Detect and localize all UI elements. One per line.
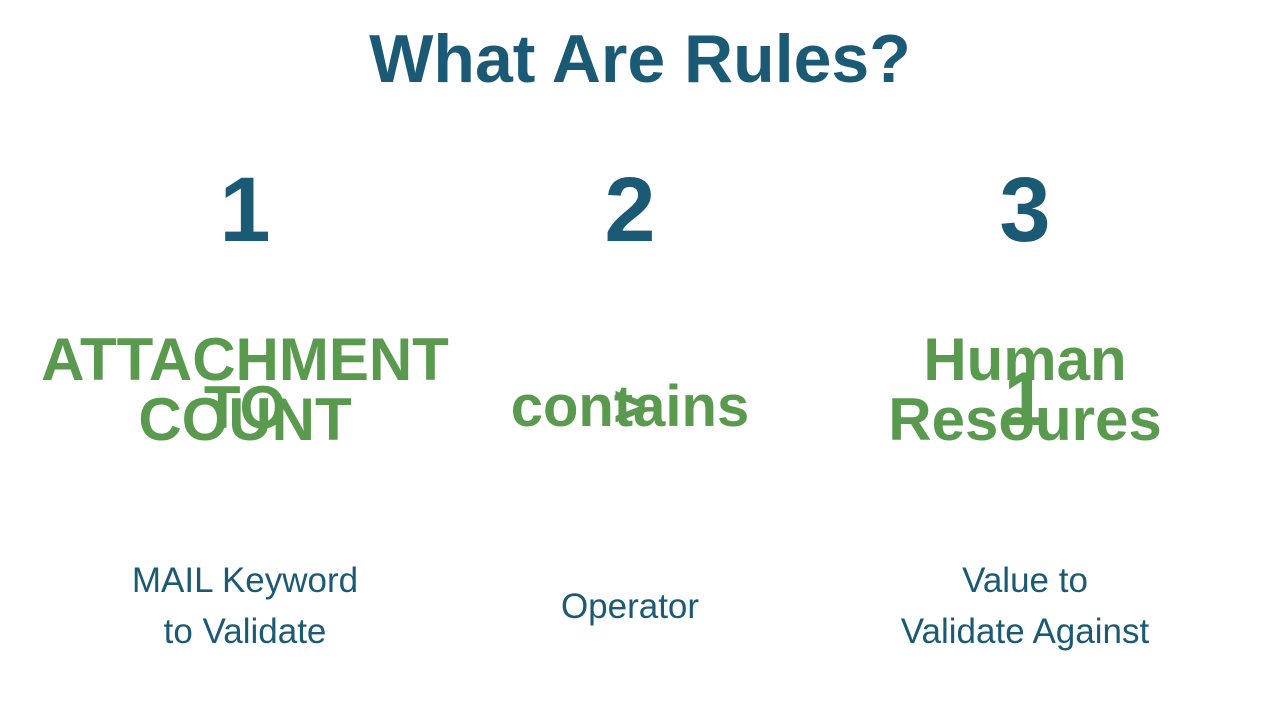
- value-caption: Value to Validate Against: [900, 561, 1150, 651]
- keyword-caption: MAIL Keyword to Validate: [131, 561, 359, 651]
- step-number: 3: [999, 159, 1051, 261]
- step-number: 1: [219, 159, 271, 261]
- value-example: Human Resoures: [888, 326, 1162, 453]
- value-example-overlay: 1: [1003, 357, 1047, 442]
- rule-part-value: 3 Human Resoures 1 Value to Validate Aga…: [830, 0, 1220, 720]
- rule-part-keyword: 1 ATTACHMENT COUNT TO MAIL Keyword to Va…: [40, 0, 450, 720]
- operator-example: contains: [510, 374, 750, 439]
- step-number: 2: [604, 159, 656, 261]
- slide-title: What Are Rules?: [369, 21, 911, 97]
- rule-part-operator: 2 contains > Operator: [440, 0, 820, 720]
- operator-caption: Operator: [560, 587, 700, 626]
- keyword-example-overlay: TO: [203, 374, 287, 441]
- keyword-example: ATTACHMENT COUNT: [41, 326, 449, 453]
- operator-example-overlay: >: [613, 374, 647, 439]
